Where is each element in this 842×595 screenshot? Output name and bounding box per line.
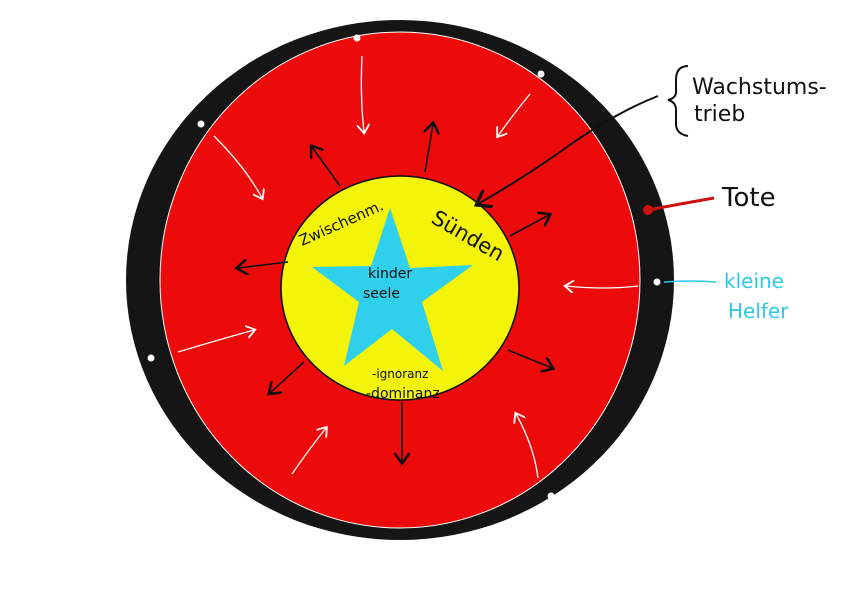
- star-text-line1: kinder: [368, 266, 412, 282]
- inward-arrow: [177, 330, 254, 353]
- star-text-line2: seele: [363, 286, 400, 302]
- helper-dots: [147, 34, 661, 518]
- white-dot-icon: [263, 510, 271, 518]
- helpers-label-line2: Helfer: [728, 299, 789, 323]
- core-label-bottom-line2: -dominanz: [366, 386, 440, 402]
- dead-marker-line: [647, 196, 715, 212]
- inward-arrow: [361, 55, 364, 132]
- white-dot-icon: [537, 70, 545, 78]
- outward-arrow: [312, 147, 341, 187]
- growth-pointer-line: [478, 95, 659, 204]
- white-dot-icon: [547, 492, 555, 500]
- outward-arrow: [425, 124, 433, 173]
- outward-arrow: [507, 349, 552, 368]
- inward-arrow: [566, 286, 639, 288]
- white-dot-icon: [353, 34, 361, 42]
- outward-arrow: [509, 215, 549, 237]
- growth-label-line2: trieb: [694, 102, 745, 127]
- outward-arrows: [238, 124, 552, 462]
- outward-arrow: [238, 262, 289, 268]
- inward-arrow: [498, 93, 531, 136]
- curly-brace-icon: [667, 65, 689, 137]
- star-shape: [312, 208, 473, 371]
- white-dot-icon: [147, 354, 155, 362]
- inward-arrow: [291, 428, 326, 475]
- white-dot-icon: [653, 278, 661, 286]
- helper-pointer-line: [663, 280, 717, 283]
- outward-arrow: [270, 361, 305, 393]
- red-dot-icon: [643, 205, 653, 215]
- dead-label: Tote: [721, 183, 776, 213]
- inward-arrow: [213, 135, 262, 198]
- growth-label-line1: Wachstums-: [692, 75, 827, 100]
- inward-arrow: [516, 414, 539, 479]
- helpers-label-line1: kleine: [724, 269, 784, 293]
- core-label-bottom-line1: -ignoranz: [372, 367, 428, 381]
- white-dot-icon: [197, 120, 205, 128]
- inward-arrows: [177, 55, 639, 479]
